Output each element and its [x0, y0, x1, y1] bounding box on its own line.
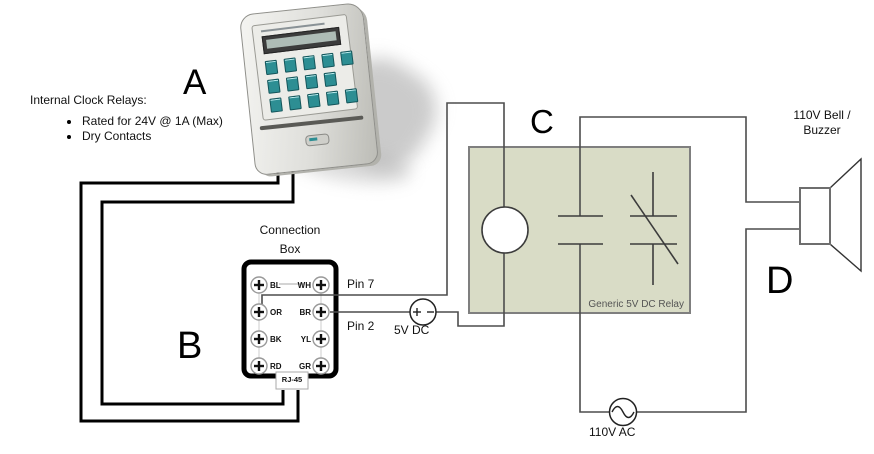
relay-caption: Generic 5V DC Relay	[588, 299, 684, 310]
bell-label-line1: 110V Bell /	[793, 108, 851, 122]
clock-key	[304, 73, 319, 90]
ac-bottom-wire-left	[579, 244, 609, 413]
clock-key	[302, 55, 316, 71]
clock-body	[238, 1, 380, 177]
clock-keypad	[264, 50, 359, 113]
connection-box-title-line1: Connection	[259, 223, 321, 237]
relay-coil-symbol	[481, 206, 529, 254]
clock-lcd-screen	[266, 31, 337, 49]
pin7-label: Pin 7	[347, 277, 375, 291]
relay-contact-symbol	[630, 172, 679, 285]
clock-key	[266, 78, 281, 94]
capacitor-symbol	[558, 215, 603, 245]
clock-key	[340, 50, 354, 66]
section-label-d: D	[766, 260, 794, 302]
ac-top-wire	[579, 116, 800, 216]
clock-notes-title: Internal Clock Relays:	[30, 93, 147, 107]
dc-source-symbol	[409, 298, 437, 326]
section-label-b: B	[177, 325, 203, 367]
rj45-label: RJ-45	[281, 375, 303, 384]
rj45-connector	[275, 371, 309, 390]
section-label-c: C	[530, 103, 554, 140]
terminal-label-bl: BL	[270, 281, 281, 290]
terminal-screws	[250, 276, 330, 375]
clock-note-rating: Rated for 24V @ 1A (Max)	[82, 114, 223, 128]
terminal-label-yl: YL	[300, 335, 311, 344]
bell-label: 110V Bell / Buzzer	[772, 108, 872, 138]
speaker-driver	[799, 187, 831, 245]
connection-box-title-line2: Box	[279, 242, 301, 256]
clock-wire-2	[100, 158, 295, 406]
time-clock-device	[238, 1, 380, 177]
clock-faceplate	[251, 13, 359, 121]
clock-lcd-display	[261, 26, 342, 55]
clock-key	[325, 90, 340, 106]
bullet-icon	[67, 120, 71, 124]
section-label-a: A	[183, 63, 207, 102]
bell-label-line2: Buzzer	[803, 123, 841, 137]
clock-wire-1	[79, 154, 300, 423]
terminal-label-br: BR	[299, 308, 311, 317]
connection-box-title: Connection Box	[250, 221, 330, 259]
terminal-label-bk: BK	[270, 335, 282, 344]
clock-key	[288, 95, 302, 111]
clock-key	[285, 76, 300, 92]
clock-key	[264, 59, 279, 76]
terminal-label-rd: RD	[270, 362, 282, 371]
clock-key	[283, 57, 298, 73]
speaker-cone	[829, 157, 862, 273]
dc-source-label: 5V DC	[394, 323, 430, 337]
ac-source-label: 110V AC	[589, 425, 636, 439]
terminal-label-wh: WH	[297, 281, 311, 290]
bullet-icon	[67, 135, 71, 139]
terminal-label-or: OR	[270, 308, 282, 317]
ac-bottom-wire-right	[637, 228, 800, 413]
pin2-label: Pin 2	[347, 319, 375, 333]
clock-key	[269, 97, 283, 113]
clock-key	[323, 71, 338, 87]
terminal-label-gr: GR	[299, 362, 311, 371]
clock-key	[321, 52, 335, 69]
pin7-wire	[261, 102, 505, 312]
ac-source-symbol	[608, 397, 638, 427]
clock-key	[307, 92, 321, 109]
clock-key	[344, 88, 359, 104]
clock-note-contacts: Dry Contacts	[82, 129, 152, 143]
dc-to-coil-wire	[436, 252, 505, 327]
clock-logo-badge	[304, 133, 330, 147]
